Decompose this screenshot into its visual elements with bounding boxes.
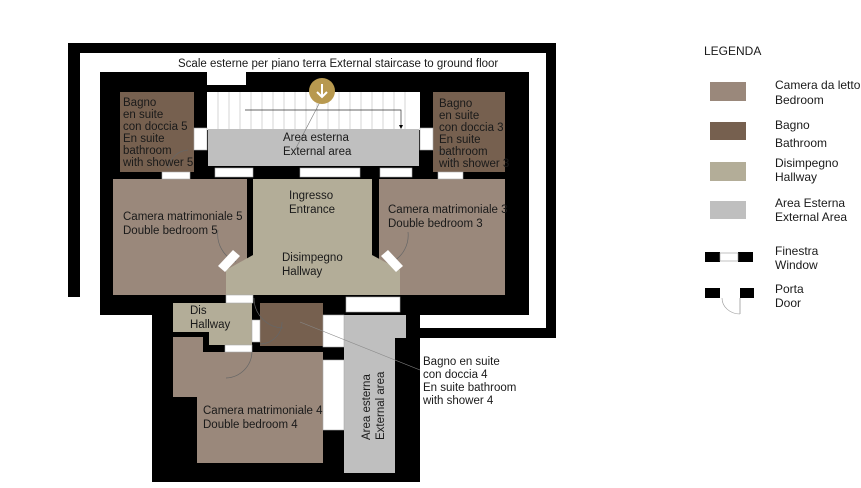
svg-text:en suite: en suite bbox=[439, 110, 479, 122]
svg-text:Area esterna: Area esterna bbox=[283, 132, 349, 144]
svg-text:Camera da letto: Camera da letto bbox=[775, 78, 861, 92]
legend: LEGENDA Camera da letto Bedroom Bagno Ba… bbox=[704, 44, 861, 315]
callout-leader bbox=[299, 321, 421, 371]
svg-text:Double bedroom 3: Double bedroom 3 bbox=[388, 218, 483, 230]
svg-text:Dis: Dis bbox=[190, 305, 207, 317]
svg-text:Bagno: Bagno bbox=[775, 118, 810, 132]
legend-title: LEGENDA bbox=[704, 44, 761, 58]
svg-text:bathroom: bathroom bbox=[123, 145, 172, 157]
svg-text:Camera matrimoniale 4: Camera matrimoniale 4 bbox=[203, 405, 323, 417]
svg-text:Hallway: Hallway bbox=[282, 266, 323, 278]
svg-text:Area esterna: Area esterna bbox=[361, 374, 373, 440]
room-bathroom-3 bbox=[433, 92, 505, 172]
room-external-area-side bbox=[344, 315, 406, 473]
svg-text:Bagno: Bagno bbox=[123, 97, 156, 109]
svg-text:con doccia 4: con doccia 4 bbox=[423, 369, 488, 381]
legend-door-symbol bbox=[705, 288, 754, 315]
svg-text:Double bedroom 4: Double bedroom 4 bbox=[203, 419, 298, 431]
svg-text:Hallway: Hallway bbox=[190, 319, 231, 331]
svg-text:Ingresso: Ingresso bbox=[289, 190, 333, 202]
svg-text:En suite: En suite bbox=[123, 133, 165, 145]
svg-text:en suite: en suite bbox=[123, 109, 163, 121]
label-bedroom-4: Camera matrimoniale 4 Double bedroom 4 bbox=[203, 405, 323, 431]
svg-text:External Area: External Area bbox=[775, 210, 847, 224]
room-bathroom-5 bbox=[120, 92, 194, 172]
label-hallway: Disimpegno Hallway bbox=[282, 252, 343, 278]
label-dis-hallway: Dis Hallway bbox=[190, 305, 231, 331]
legend-swatch-hallway bbox=[710, 162, 746, 181]
room-external-area-top bbox=[208, 129, 419, 166]
stairs-title: Scale esterne per piano terra External s… bbox=[178, 58, 498, 70]
label-bedroom-3: Camera matrimoniale 3 Double bedroom 3 bbox=[388, 204, 508, 230]
outer-wall-frame bbox=[68, 43, 556, 338]
svg-text:bathroom: bathroom bbox=[439, 146, 488, 158]
svg-text:Window: Window bbox=[775, 258, 818, 272]
door-leaves bbox=[218, 250, 403, 272]
svg-text:Door: Door bbox=[775, 296, 801, 310]
svg-text:Entrance: Entrance bbox=[289, 204, 335, 216]
svg-text:Disimpegno: Disimpegno bbox=[282, 252, 343, 264]
label-bathroom-4-callout: Bagno en suite con doccia 4 En suite bat… bbox=[422, 356, 516, 407]
svg-text:Hallway: Hallway bbox=[775, 170, 817, 184]
room-dis-hallway bbox=[173, 303, 252, 345]
legend-swatch-bathroom bbox=[710, 122, 746, 140]
svg-text:with shower 4: with shower 4 bbox=[422, 395, 494, 407]
svg-text:Bagno en suite: Bagno en suite bbox=[423, 356, 500, 368]
room-bedroom-4 bbox=[173, 337, 323, 463]
label-area-side: Area esterna External area bbox=[361, 371, 387, 440]
label-entrance: Ingresso Entrance bbox=[289, 190, 335, 216]
svg-text:En suite bathroom: En suite bathroom bbox=[423, 382, 516, 394]
legend-swatch-external bbox=[710, 201, 746, 219]
room-bedroom-5 bbox=[113, 179, 247, 295]
svg-text:Double bedroom 5: Double bedroom 5 bbox=[123, 225, 218, 237]
svg-text:Bagno: Bagno bbox=[439, 98, 472, 110]
svg-text:con doccia 3: con doccia 3 bbox=[439, 122, 504, 134]
arrow-down-icon bbox=[316, 84, 328, 99]
svg-text:Bathroom: Bathroom bbox=[775, 136, 827, 150]
svg-text:Area Esterna: Area Esterna bbox=[775, 196, 845, 210]
svg-text:Bedroom: Bedroom bbox=[775, 93, 824, 107]
label-bathroom-3: Bagno en suite con doccia 3 En suite bat… bbox=[438, 98, 509, 170]
label-bathroom-5: Bagno en suite con doccia 5 En suite bat… bbox=[122, 97, 193, 169]
svg-text:con doccia 5: con doccia 5 bbox=[123, 121, 188, 133]
svg-text:with shower 5: with shower 5 bbox=[122, 157, 193, 169]
svg-text:Camera matrimoniale 5: Camera matrimoniale 5 bbox=[123, 211, 243, 223]
svg-text:En suite: En suite bbox=[439, 134, 481, 146]
svg-text:Disimpegno: Disimpegno bbox=[775, 156, 839, 170]
wall-notch bbox=[207, 72, 246, 85]
legend-window-symbol bbox=[705, 252, 753, 262]
label-area-top: Area esterna External area bbox=[283, 132, 352, 158]
svg-text:Finestra: Finestra bbox=[775, 244, 819, 258]
svg-text:Porta: Porta bbox=[775, 282, 804, 296]
label-bedroom-5: Camera matrimoniale 5 Double bedroom 5 bbox=[123, 211, 243, 237]
windows bbox=[161, 127, 464, 431]
room-bathroom-4 bbox=[260, 303, 323, 346]
svg-text:External area: External area bbox=[375, 371, 387, 440]
svg-text:with shower 3: with shower 3 bbox=[438, 158, 509, 170]
legend-swatch-bedroom bbox=[710, 82, 746, 101]
svg-text:External area: External area bbox=[283, 146, 352, 158]
svg-text:Camera matrimoniale 3: Camera matrimoniale 3 bbox=[388, 204, 508, 216]
room-hallway bbox=[226, 179, 400, 295]
